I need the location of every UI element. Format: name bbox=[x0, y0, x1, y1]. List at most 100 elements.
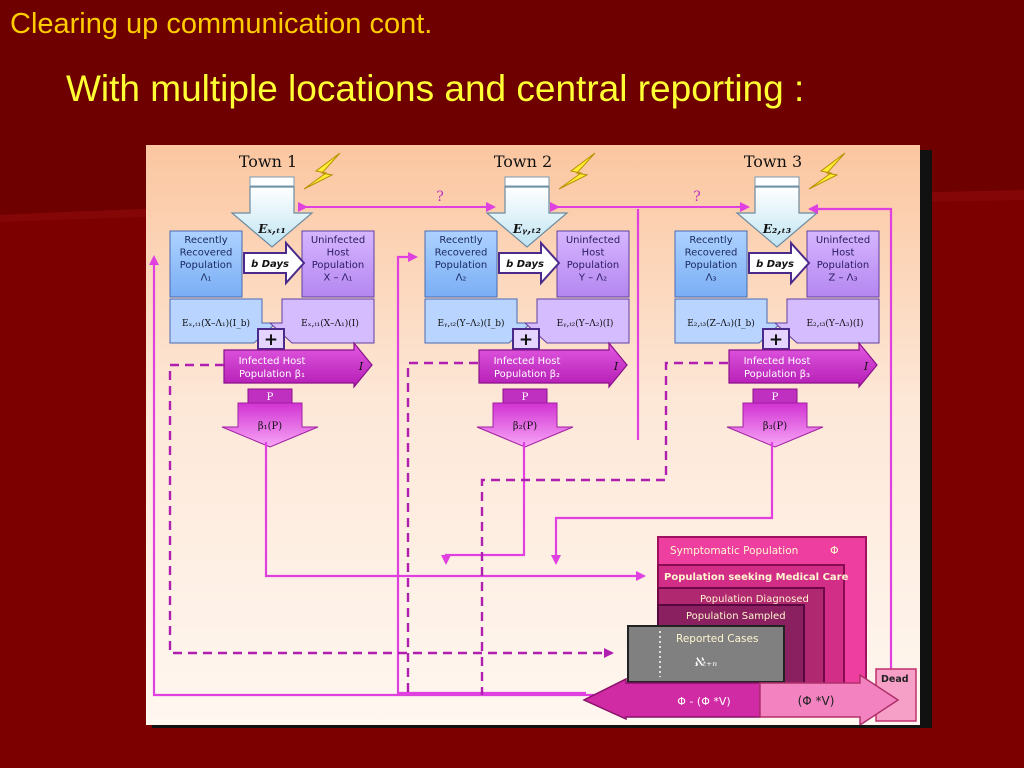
feedback-town3 bbox=[808, 204, 893, 675]
flow-town3-to-reporting bbox=[551, 442, 774, 565]
reported-cases-symbol: ℵₜ₊ₙ bbox=[694, 655, 717, 669]
uninfected-label-line: Uninfected bbox=[816, 235, 870, 246]
p-label: P bbox=[267, 392, 274, 403]
town-name: Town 2 bbox=[494, 152, 552, 171]
exposure-funnel bbox=[485, 186, 569, 248]
feedback-town2 bbox=[396, 252, 586, 695]
town-1-diagram: Town 1Eₓ,ₜ₁RecentlyRecoveredPopulationΛ₁… bbox=[169, 152, 375, 448]
uninfected-label-line: Population bbox=[312, 260, 365, 271]
uninfected-label-line: Population bbox=[817, 260, 870, 271]
exposure-funnel bbox=[735, 186, 819, 248]
recovered-box bbox=[424, 230, 498, 298]
p-label: P bbox=[522, 392, 529, 403]
uninfected-label-line: X – Λ₁ bbox=[323, 273, 352, 284]
flow-town2-to-reporting bbox=[441, 442, 526, 565]
plus-sign: + bbox=[769, 330, 783, 350]
uninfected-formula: E₂,ₜ₃(Y–Λ₃)(I) bbox=[806, 318, 863, 329]
plus-box bbox=[512, 328, 540, 350]
infected-label-line: Infected Host bbox=[494, 356, 561, 367]
reporting-right-arrow-shape bbox=[759, 673, 900, 725]
recovered-box bbox=[674, 230, 748, 298]
beta-arrow bbox=[476, 402, 574, 448]
plus-box bbox=[762, 328, 790, 350]
infected-out-label: I bbox=[358, 360, 364, 373]
reported-cases-box bbox=[627, 625, 785, 683]
town-2-diagram: Town 2 Eᵧ,ₜ₂ RecentlyRecoveredPopulationΛ₂… bbox=[424, 152, 630, 448]
recovered-label-line: Recently bbox=[439, 235, 482, 246]
infected-box bbox=[478, 341, 628, 389]
uninfected-formula: Eₓ,ₜ₁(X–Λ₁)(I) bbox=[301, 318, 359, 329]
infected-label-line: Infected Host bbox=[239, 356, 306, 367]
sampled-label: Population Sampled bbox=[686, 611, 786, 622]
recovered-label-line: Λ₁ bbox=[201, 273, 212, 284]
link-label-1: ? bbox=[436, 189, 444, 205]
days-label: b Days bbox=[251, 259, 289, 270]
beta-arrow bbox=[221, 402, 319, 448]
lightning-icon bbox=[558, 152, 596, 190]
infected-out-label: I bbox=[613, 360, 619, 373]
infected-out-label: I bbox=[863, 360, 869, 373]
days-arrow bbox=[748, 240, 811, 286]
uninfected-box bbox=[806, 230, 880, 298]
flow-town1-to-reporting bbox=[264, 442, 646, 581]
recovered-label-line: Recently bbox=[689, 235, 732, 246]
uninfected-label-line: Uninfected bbox=[311, 235, 365, 246]
recovered-label-line: Recovered bbox=[180, 248, 233, 259]
infected-label-line: Population β₁ bbox=[239, 369, 305, 380]
recovered-label-line: Recently bbox=[184, 235, 227, 246]
recovered-formula: E₂,ₜ₃(Z–Λ₃)(I_b) bbox=[687, 318, 755, 329]
slide-title: With multiple locations and central repo… bbox=[66, 68, 805, 109]
beta-p-label: β₂(P) bbox=[513, 421, 537, 432]
recovered-label-line: Λ₂ bbox=[456, 273, 467, 284]
recovered-label-line: Population bbox=[435, 260, 488, 271]
recovered-label-line: Population bbox=[685, 260, 738, 271]
uninfected-label-line: Z – Λ₃ bbox=[828, 273, 857, 284]
seeking-care-label: Population seeking Medical Care bbox=[664, 572, 849, 583]
uninfected-label-line: Host bbox=[327, 248, 350, 259]
beta-p-label: β₁(P) bbox=[258, 421, 282, 432]
infected-label-line: Infected Host bbox=[744, 356, 811, 367]
dashed-town2 bbox=[406, 361, 478, 695]
p-label: P bbox=[772, 392, 779, 403]
uninfected-box bbox=[556, 230, 630, 298]
dead-label: Dead bbox=[881, 674, 909, 685]
exposure-label: Eₓ,ₜ₁ bbox=[257, 222, 286, 236]
lightning-icon bbox=[303, 152, 341, 190]
uninfected-label-line: Uninfected bbox=[566, 235, 620, 246]
uninfected-label-line: Y – Λ₂ bbox=[578, 273, 607, 284]
uninfected-formula-arrow bbox=[773, 298, 880, 344]
reporting-left-arrow-shape bbox=[582, 677, 761, 721]
lightning-icon bbox=[808, 152, 846, 190]
days-arrow bbox=[243, 240, 306, 286]
exposure-label: Eᵧ,ₜ₂ bbox=[512, 222, 541, 236]
town-3-diagram: Town 3E₂,ₜ₃RecentlyRecoveredPopulationΛ₃… bbox=[674, 152, 880, 448]
uninfected-box bbox=[301, 230, 375, 298]
reporting-left-arrow-label: Φ - (Φ *V) bbox=[677, 695, 730, 708]
plus-sign: + bbox=[519, 330, 533, 350]
link-label-2: ? bbox=[693, 189, 701, 205]
recovered-label-line: Recovered bbox=[435, 248, 488, 259]
infected-box bbox=[223, 341, 373, 389]
recovered-label-line: Λ₃ bbox=[706, 273, 717, 284]
recovered-label-line: Population bbox=[180, 260, 233, 271]
uninfected-label-line: Host bbox=[582, 248, 605, 259]
plus-box bbox=[257, 328, 285, 350]
symptomatic-symbol: Φ bbox=[830, 544, 839, 557]
recovered-box bbox=[169, 230, 243, 298]
uninfected-formula-arrow bbox=[268, 298, 375, 344]
days-label: b Days bbox=[506, 259, 544, 270]
recovered-formula: Eᵧ,ₜ₂(Y–Λ₂)(I_b) bbox=[437, 318, 504, 329]
symptomatic-label: Symptomatic Population bbox=[670, 545, 798, 557]
diagram: Town 1Eₓ,ₜ₁RecentlyRecoveredPopulationΛ₁… bbox=[146, 145, 920, 725]
town-name: Town 1 bbox=[239, 152, 297, 171]
exposure-cap bbox=[249, 176, 295, 187]
dashed-flow-lines bbox=[168, 361, 728, 695]
infected-label-line: Population β₃ bbox=[744, 369, 810, 380]
exposure-cap bbox=[754, 176, 800, 187]
exposure-cap bbox=[504, 176, 550, 187]
recovered-formula: Eₓ,ₜ₁(X–Λ₁)(I_b) bbox=[182, 318, 250, 329]
diagnosed-label: Population Diagnosed bbox=[700, 594, 809, 605]
days-label: b Days bbox=[756, 259, 794, 270]
exposure-funnel bbox=[230, 186, 314, 248]
slide-header: Clearing up communication cont. bbox=[10, 8, 433, 40]
